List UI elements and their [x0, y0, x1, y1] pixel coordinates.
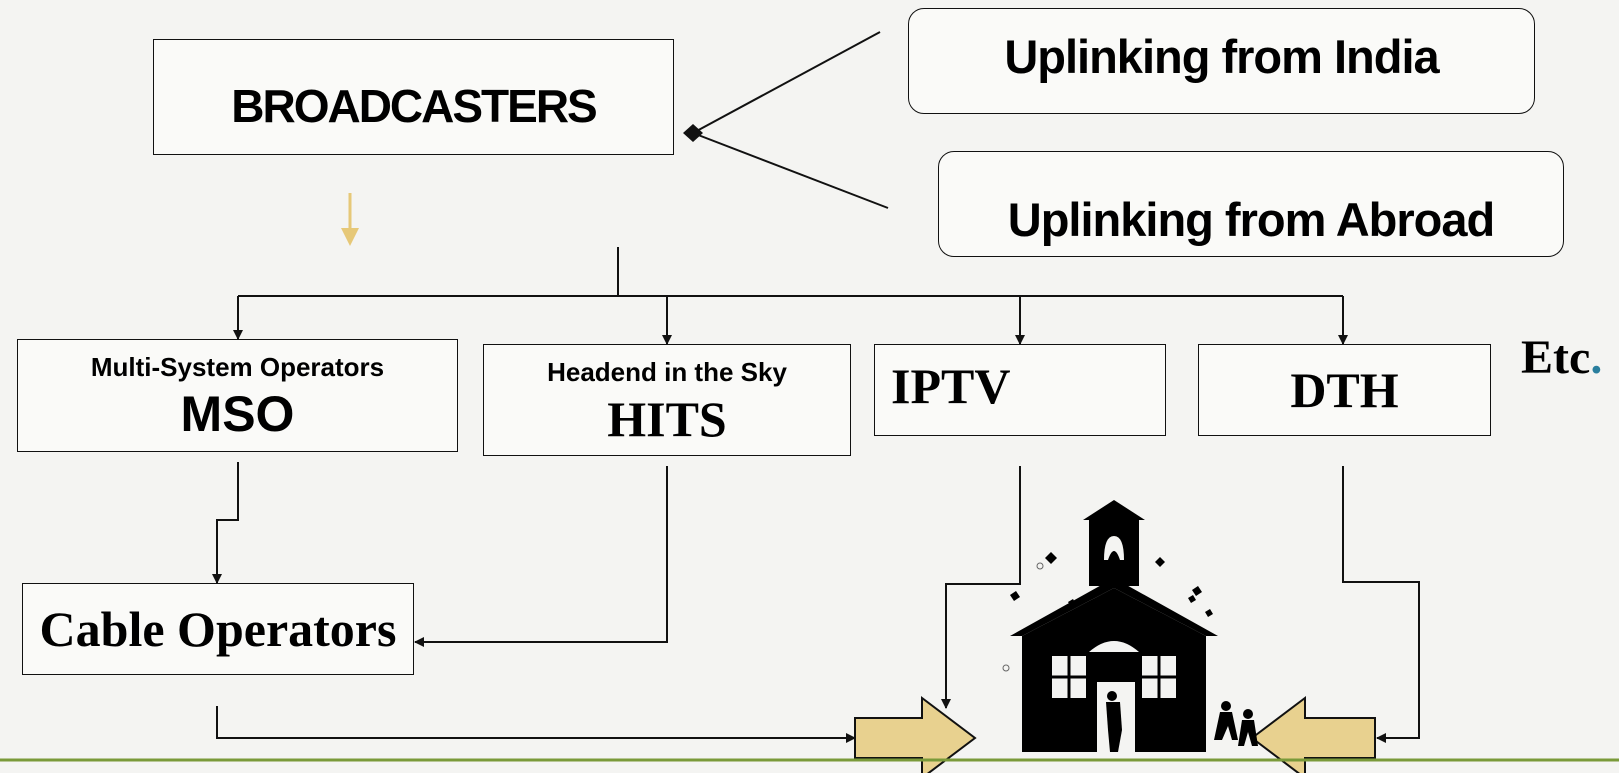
etc-dot: .	[1590, 331, 1603, 384]
dth-to-school-connector	[1342, 466, 1420, 743]
etc-text: Etc	[1521, 331, 1591, 384]
iptv-label: IPTV	[891, 358, 1011, 414]
etc-label: Etc.	[1521, 330, 1602, 385]
broadcasters-label: BROADCASTERS	[231, 80, 597, 132]
dth-box: DTH	[1198, 344, 1491, 436]
schoolhouse-icon	[1002, 500, 1258, 752]
cable-to-school-connector	[216, 706, 856, 743]
uplink-diamond	[683, 124, 703, 142]
iptv-to-school-connector	[941, 466, 1021, 709]
mso-full-label: Multi-System Operators	[90, 352, 385, 382]
cable-operators-label: Cable Operators	[39, 601, 397, 657]
hits-full-label: Headend in the Sky	[547, 357, 787, 387]
mso-short-label: MSO	[180, 386, 295, 442]
small-down-arrow-icon	[341, 193, 359, 246]
dth-label: DTH	[1290, 362, 1399, 418]
hits-short-label: HITS	[607, 391, 727, 447]
right-block-arrow	[854, 695, 977, 773]
mso-box: Multi-System Operators MSO	[17, 339, 458, 452]
uplinking-india-box: Uplinking from India	[908, 8, 1535, 114]
mso-to-cable-connector	[212, 462, 239, 584]
broadcasters-box: BROADCASTERS	[153, 39, 674, 155]
iptv-box: IPTV	[874, 344, 1166, 436]
hits-box: Headend in the Sky HITS	[483, 344, 851, 456]
uplink-connectors	[692, 31, 889, 209]
cable-operators-box: Cable Operators	[22, 583, 414, 675]
uplinking-abroad-label: Uplinking from Abroad	[1007, 192, 1495, 246]
uplinking-abroad-box: Uplinking from Abroad	[938, 151, 1564, 257]
left-block-arrow	[1250, 695, 1376, 773]
hits-to-cable-connector	[414, 466, 668, 647]
uplinking-india-label: Uplinking from India	[1004, 30, 1439, 83]
distribution-bus	[233, 247, 1348, 345]
